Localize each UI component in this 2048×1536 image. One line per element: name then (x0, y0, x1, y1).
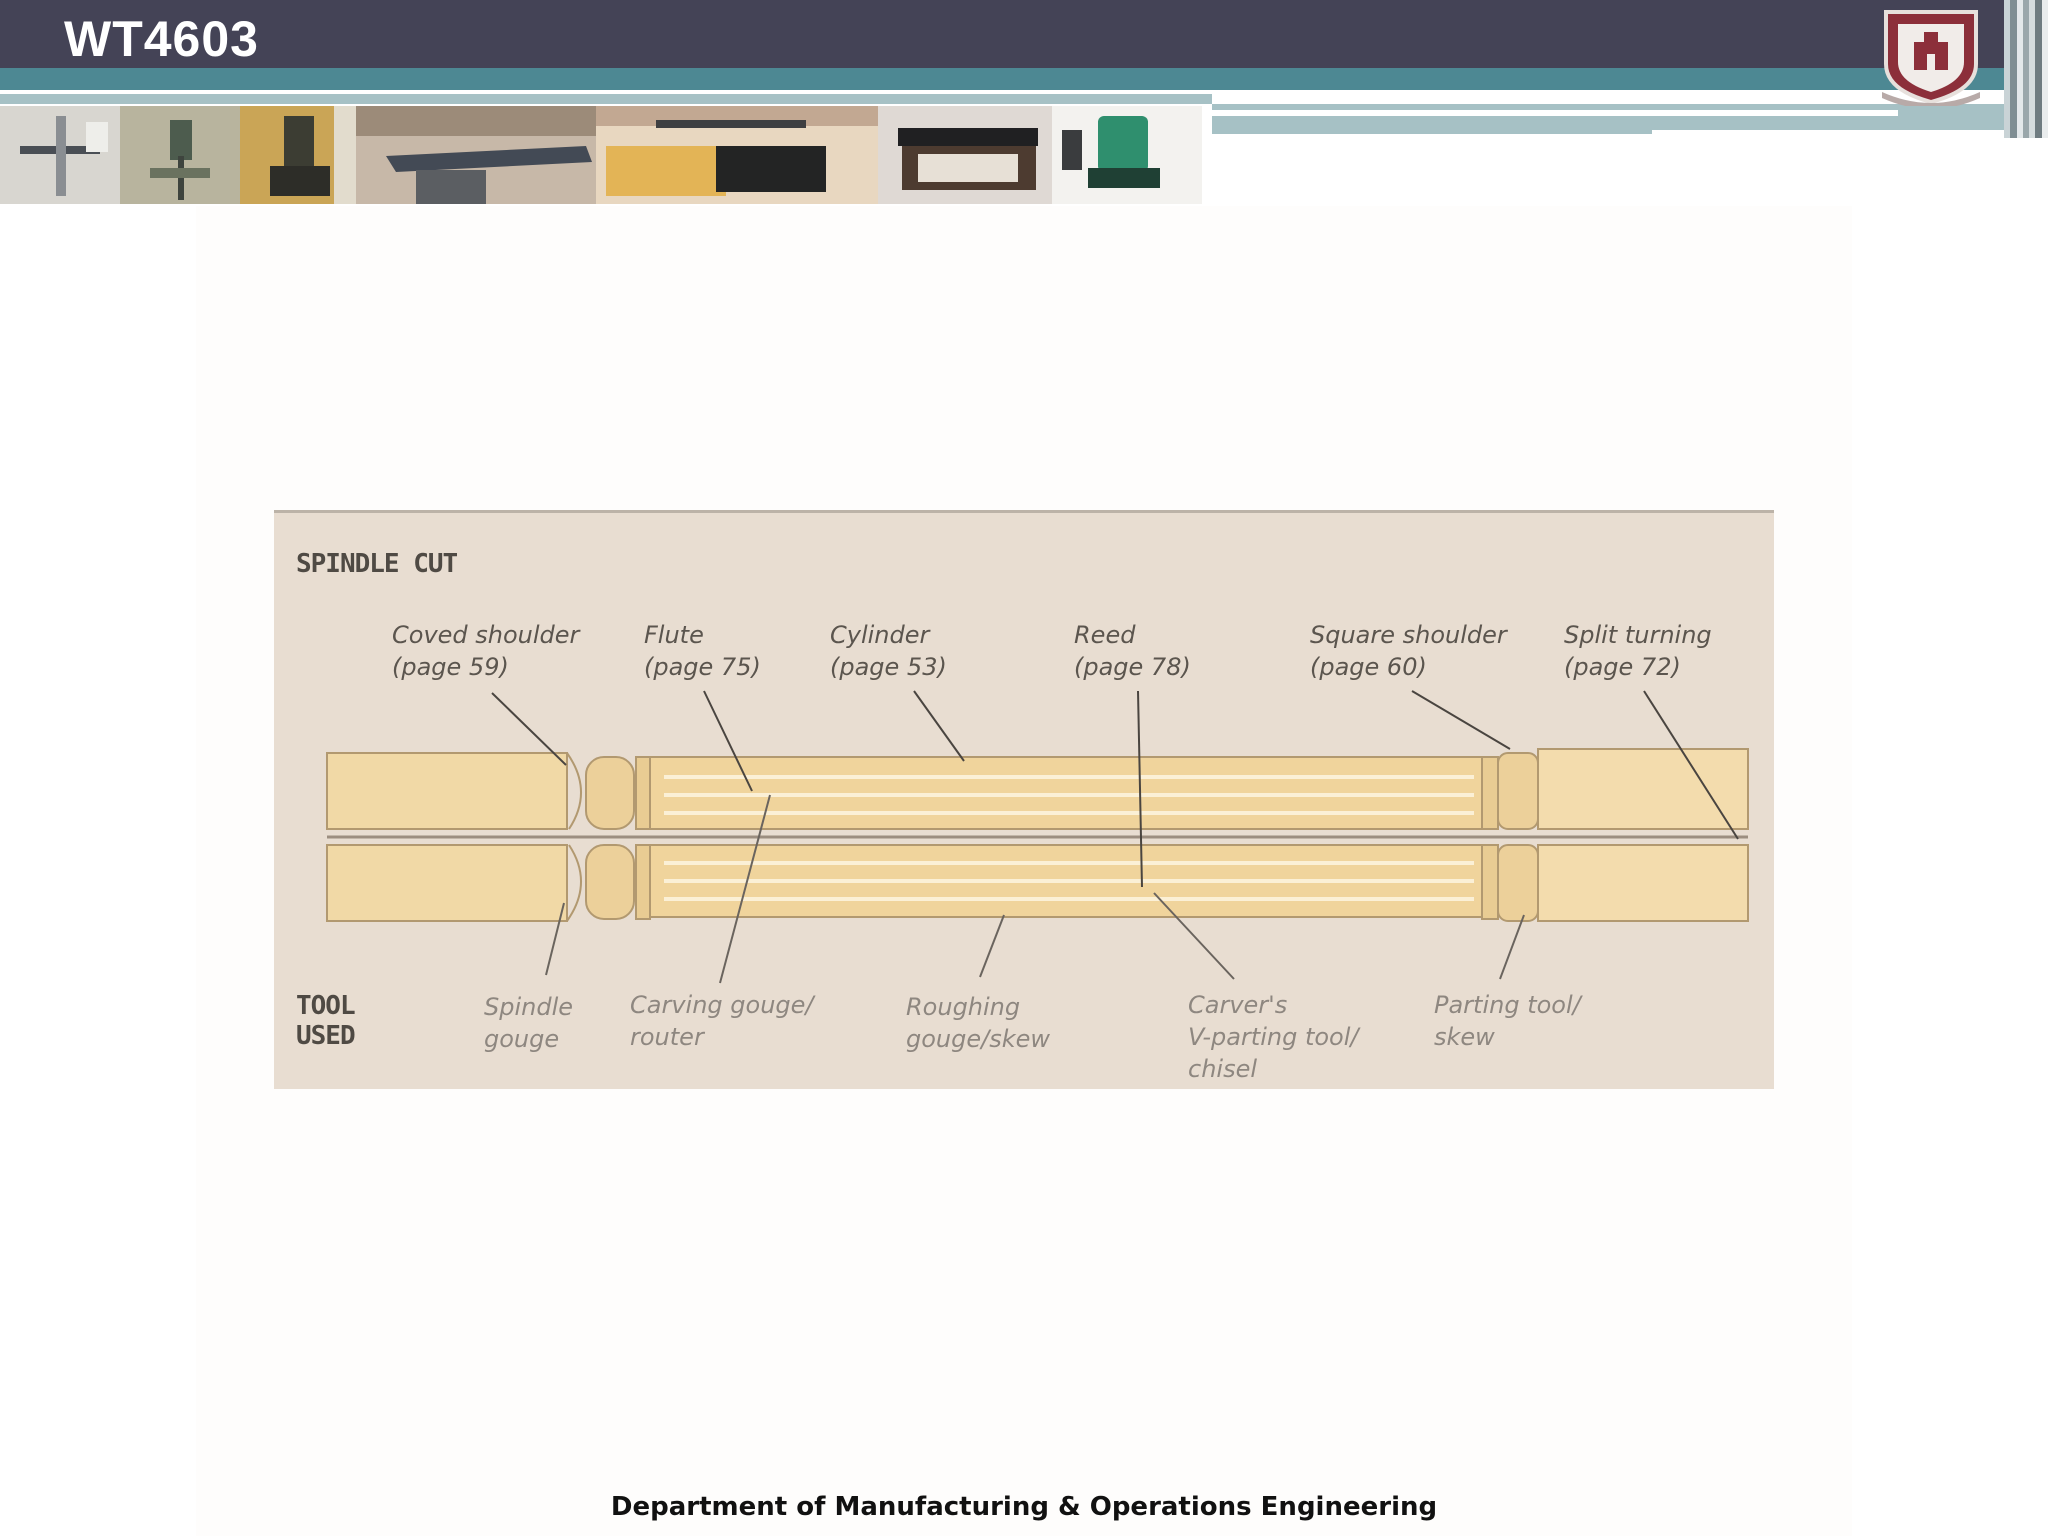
machinery-photo-strip (0, 106, 1202, 204)
bandsaw-photo (0, 106, 120, 204)
teal-band (0, 68, 2048, 90)
cut-label-reed: Reed (page 78) (1074, 621, 1191, 681)
tool-label-carving-gouge: Carving gouge/ router (630, 991, 814, 1051)
footer-department: Department of Manufacturing & Operations… (610, 1492, 1438, 1522)
divider-rule-right (1212, 110, 1898, 116)
mortiser-photo (240, 106, 356, 204)
tool-label-parting-tool: Parting tool/ skew (1434, 991, 1581, 1051)
bench-saw-photo (878, 106, 1052, 204)
cut-label-split-turning: Split turning (page 72) (1564, 621, 1712, 681)
university-crest-icon (1880, 2, 1982, 109)
header-bar (0, 0, 2048, 68)
cut-label-square-shoulder: Square shoulder (page 60) (1310, 621, 1507, 681)
tool-used-heading: TOOL USED (296, 991, 356, 1051)
spindle-cut-diagram: SPINDLE CUT Coved shoulder (page 59) Flu… (274, 510, 1774, 1089)
spindle-drawing (326, 690, 1749, 984)
router-photo (1052, 106, 1202, 204)
table-saw-photo (596, 106, 878, 204)
cut-label-coved-shoulder: Coved shoulder (page 59) (392, 621, 580, 681)
slide-title: WT4603 (64, 11, 259, 67)
tool-label-v-parting-tool: Carver's V-parting tool/ chisel (1188, 991, 1359, 1083)
tool-label-spindle-gouge: Spindle gouge (484, 993, 574, 1053)
grey-band-right (1212, 104, 2012, 134)
cut-label-cylinder: Cylinder (page 53) (830, 621, 947, 681)
diagram-heading: SPINDLE CUT (296, 549, 458, 579)
tool-label-roughing-gouge: Roughing gouge/skew (906, 993, 1051, 1053)
edge-stripes (2004, 0, 2048, 138)
pillar-drill-photo (120, 106, 240, 204)
planer-thicknesser-photo (356, 106, 596, 204)
cut-label-flute: Flute (page 75) (644, 621, 761, 681)
divider-rule-right-lower (1652, 130, 2012, 138)
divider-rule (0, 90, 1212, 94)
